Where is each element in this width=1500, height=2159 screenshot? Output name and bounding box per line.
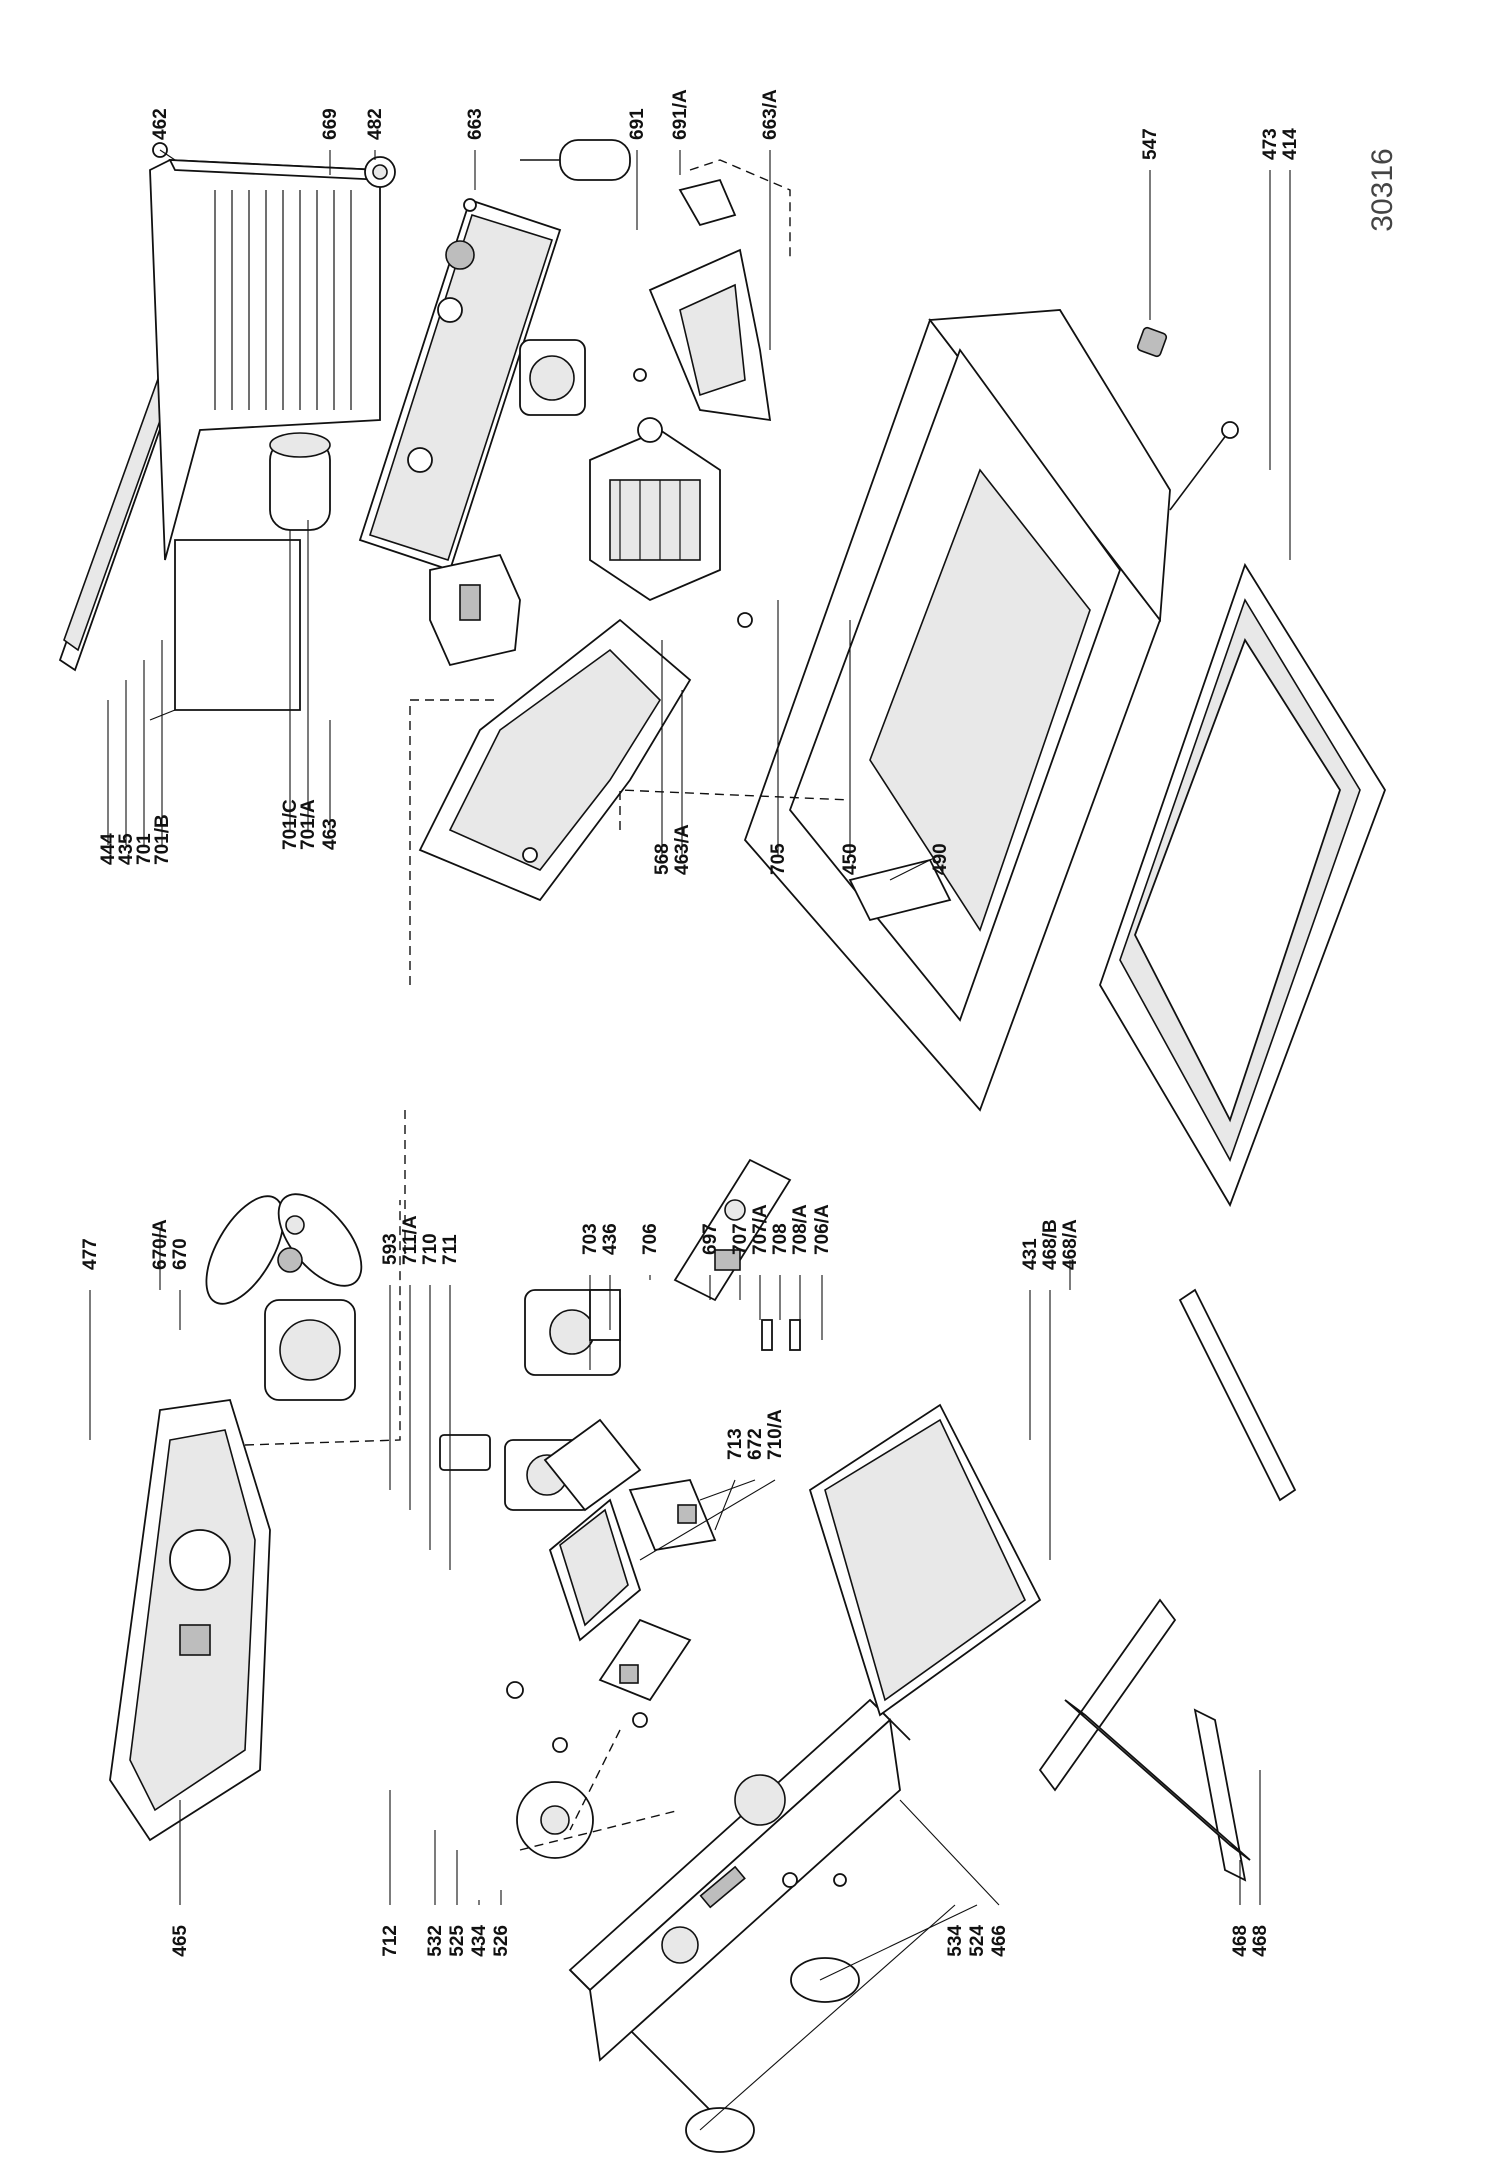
label-710: 710: [420, 1233, 441, 1265]
label-444: 444: [98, 833, 119, 865]
label-701-b: 701/B: [152, 814, 173, 865]
label-672: 672: [745, 1428, 766, 1460]
label-526: 526: [491, 1925, 512, 1957]
timer-dial: [516, 1781, 594, 1859]
label-703: 703: [580, 1223, 601, 1255]
label-663-a: 663/A: [760, 89, 781, 140]
base-plate: [109, 1399, 271, 1842]
label-593: 593: [380, 1233, 401, 1265]
fan-motor: [264, 1299, 356, 1401]
label-710-a: 710/A: [765, 1409, 786, 1460]
label-701: 701: [134, 833, 155, 865]
label-465: 465: [170, 1925, 191, 1957]
rail: [1038, 1288, 1297, 1882]
fan-blade: [205, 1193, 363, 1305]
transformer: [429, 553, 521, 667]
label-473: 473: [1260, 128, 1281, 160]
lamp-holder: [364, 156, 396, 188]
label-708: 708: [770, 1223, 791, 1255]
switch-bracket: [628, 1478, 717, 1552]
label-669: 669: [320, 108, 341, 140]
label-436: 436: [600, 1223, 621, 1255]
foot-pad: [1136, 326, 1168, 358]
control-knob: [685, 1957, 860, 2153]
label-707: 707: [730, 1223, 751, 1255]
label-706-a: 706/A: [812, 1204, 833, 1255]
label-490: 490: [930, 843, 951, 875]
label-463-a: 463/A: [672, 824, 693, 875]
label-450: 450: [840, 843, 861, 875]
label-708-a: 708/A: [790, 1204, 811, 1255]
label-701-c: 701/C: [280, 799, 301, 850]
label-524: 524: [967, 1925, 988, 1957]
label-468: 468: [1230, 1925, 1251, 1957]
label-431: 431: [1020, 1238, 1041, 1270]
label-547: 547: [1140, 128, 1161, 160]
label-705: 705: [768, 843, 789, 875]
thermostat: [678, 178, 737, 227]
door-latch: [848, 858, 952, 922]
label-525: 525: [447, 1925, 468, 1957]
screws: [152, 142, 753, 863]
label-707-a: 707/A: [750, 1204, 771, 1255]
label-706: 706: [640, 1223, 661, 1255]
label-712: 712: [380, 1925, 401, 1957]
label-691-a: 691/A: [670, 89, 691, 140]
label-568: 568: [652, 843, 673, 875]
label-463: 463: [320, 818, 341, 850]
glass-tray: [808, 1403, 1042, 1717]
label-466: 466: [989, 1925, 1010, 1957]
label-711: 711: [440, 1234, 461, 1265]
oven-door: [1099, 562, 1386, 1208]
magnetron: [589, 417, 721, 602]
small-parts: [506, 1681, 847, 1888]
label-468-b: 468/B: [1040, 1219, 1061, 1270]
label-414: 414: [1280, 128, 1301, 160]
spring: [761, 1319, 801, 1351]
label-468-second: 468: [1250, 1925, 1271, 1957]
control-board: [673, 1158, 792, 1302]
label-701-a: 701/A: [298, 799, 319, 850]
label-534: 534: [945, 1925, 966, 1957]
part-number-labels: 444 435 701 701/B 701/C 701/A 463 568 46…: [80, 89, 1301, 1957]
label-691: 691: [627, 108, 648, 140]
label-434: 434: [469, 1925, 490, 1957]
mounting-plate: [548, 1498, 642, 1642]
lamp: [520, 139, 631, 181]
label-670-a: 670/A: [150, 1219, 171, 1270]
label-713: 713: [725, 1428, 746, 1460]
control-bracket: [418, 618, 692, 902]
fan-motor-669: [519, 339, 586, 416]
label-435: 435: [116, 833, 137, 865]
label-711-a: 711/A: [400, 1215, 421, 1265]
leader-lines: [89, 149, 1291, 2131]
heat-shield: [543, 1418, 642, 1512]
switch-assembly: [524, 1289, 621, 1376]
capacitor: [269, 432, 331, 531]
label-670: 670: [170, 1238, 191, 1270]
hinge-pin: [1169, 421, 1239, 511]
catalog-number: 30316: [1366, 148, 1399, 231]
waveguide: [648, 248, 772, 422]
label-482: 482: [365, 108, 386, 140]
outer-cabinet: [149, 159, 387, 721]
control-panel: [568, 1698, 911, 2121]
label-697: 697: [700, 1223, 721, 1255]
rear-bracket: [358, 198, 562, 572]
oven-cavity: [743, 309, 1171, 1112]
label-468-a: 468/A: [1060, 1219, 1081, 1270]
label-477: 477: [80, 1238, 101, 1270]
timer-switch: [598, 1618, 692, 1702]
label-532: 532: [425, 1925, 446, 1957]
label-663: 663: [465, 108, 486, 140]
label-462: 462: [150, 108, 171, 140]
